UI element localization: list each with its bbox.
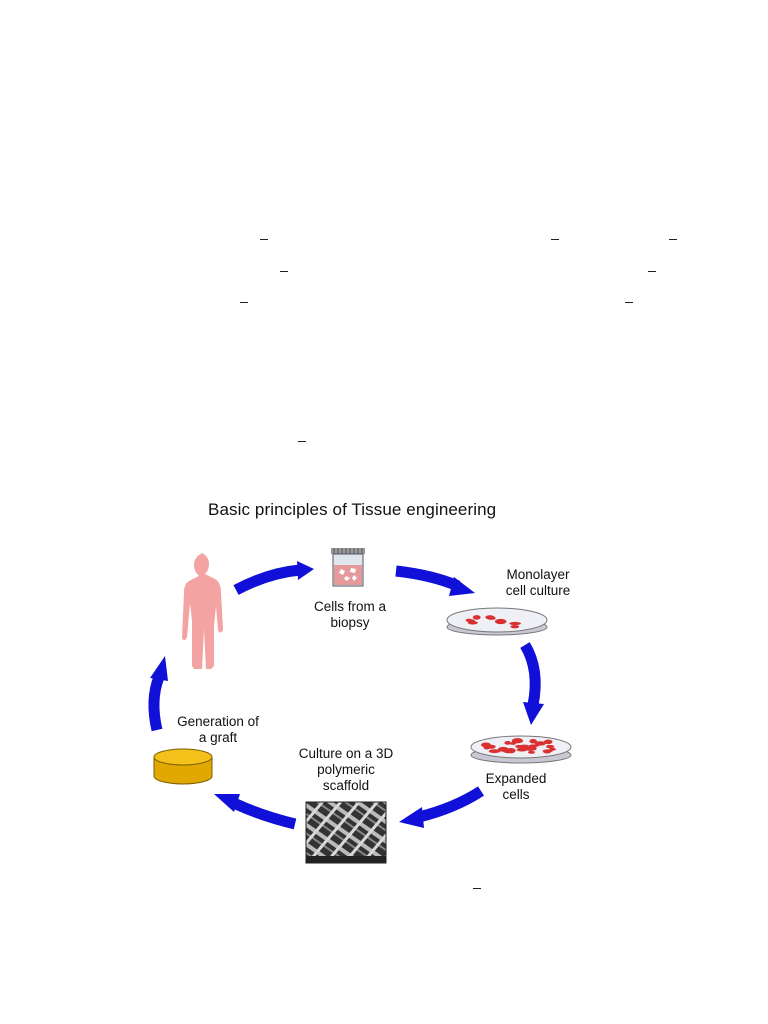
cell-mark xyxy=(509,621,521,626)
graft-cylinder-icon xyxy=(153,748,213,785)
arrow-monolayer-to-expanded xyxy=(520,642,541,707)
scaffold-micrograph-icon xyxy=(305,801,387,864)
cell-mark xyxy=(494,618,507,625)
cell-mark xyxy=(516,747,528,752)
dash-mark xyxy=(260,239,268,240)
cell-mark xyxy=(504,741,512,745)
cell-mark xyxy=(519,744,530,749)
cell-mark xyxy=(543,739,553,745)
dash-mark xyxy=(669,239,677,240)
cell-mark xyxy=(512,738,523,744)
cell-mark xyxy=(534,741,546,746)
cell-mark xyxy=(485,615,495,620)
cell-mark xyxy=(546,744,555,749)
human-figure-icon xyxy=(182,553,223,669)
arrowhead xyxy=(150,656,168,681)
cell-mark xyxy=(488,749,501,754)
cell-mark xyxy=(529,739,537,744)
label-biopsy: Cells from a biopsy xyxy=(313,599,386,630)
arrowhead xyxy=(214,794,240,812)
arrowhead xyxy=(399,807,424,828)
petri-dish-monolayer-icon xyxy=(446,607,548,636)
arrowhead xyxy=(523,702,544,725)
arrow-graft-to-patient xyxy=(148,674,165,732)
arrow-expanded-to-scaffold xyxy=(417,786,485,823)
dash-mark xyxy=(240,302,248,303)
cycle-arrows xyxy=(148,561,544,830)
dash-mark xyxy=(551,239,559,240)
cell-mark xyxy=(483,745,491,750)
arrow-biopsy-to-monolayer xyxy=(395,565,461,592)
dash-mark xyxy=(648,271,656,272)
dash-mark xyxy=(473,888,481,889)
label-monolayer: Monolayer cell culture xyxy=(505,567,571,598)
cell-mark xyxy=(510,625,520,629)
cell-mark xyxy=(503,748,511,753)
cell-mark xyxy=(467,621,478,625)
biopsy-tube-icon xyxy=(331,548,365,587)
cell-mark xyxy=(509,742,517,745)
petri-dish-expanded-icon xyxy=(470,735,572,764)
dash-mark xyxy=(625,302,633,303)
cell-mark xyxy=(528,750,535,754)
cell-mark xyxy=(472,615,481,620)
label-graft: Generation of a graft xyxy=(177,714,259,745)
cell-mark xyxy=(549,747,556,751)
label-scaffold: Culture on a 3D polymeric scaffold xyxy=(298,746,394,793)
dash-mark xyxy=(298,441,306,442)
diagram-title: Basic principles of Tissue engineering xyxy=(208,500,497,519)
arrowhead xyxy=(449,577,475,596)
cell-mark xyxy=(528,744,540,748)
arrowhead xyxy=(297,561,314,580)
arrow-patient-to-biopsy xyxy=(233,564,301,595)
arrow-scaffold-to-graft xyxy=(233,798,297,830)
label-expanded: Expanded cells xyxy=(485,771,547,802)
dash-mark xyxy=(280,271,288,272)
